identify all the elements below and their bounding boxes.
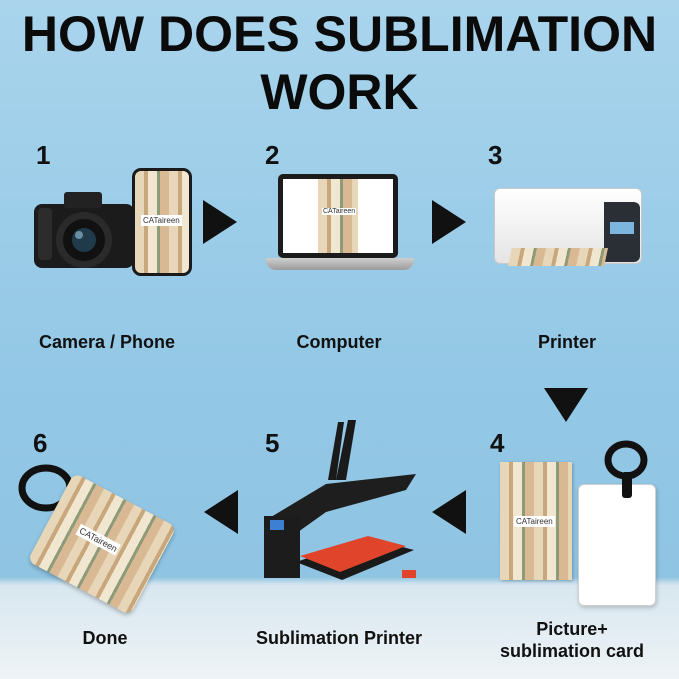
step-6-label: Done <box>82 628 128 648</box>
step-3-number: 3 <box>488 140 503 170</box>
arrow-left-icon <box>204 490 238 534</box>
picture-print: CATaireen <box>500 462 572 580</box>
arrow-right-icon <box>432 200 466 244</box>
step-3-label: Printer <box>537 332 597 352</box>
tag-brand-text: CATaireen <box>75 523 122 556</box>
step-1-number: 1 <box>36 140 51 170</box>
step-2-number: 2 <box>265 140 280 170</box>
step-4-label-line2: sublimation card <box>499 641 645 661</box>
camera-icon <box>30 186 138 272</box>
laptop-icon: CATaireen <box>266 174 414 278</box>
heat-press-icon <box>256 420 426 590</box>
step-5-label: Sublimation Printer <box>255 628 423 648</box>
step-5-number: 5 <box>265 428 280 458</box>
laptop-brand-text: CATaireen <box>322 208 357 215</box>
page-title-line1: HOW DOES SUBLIMATION <box>21 6 658 62</box>
sublimation-card <box>578 484 656 606</box>
printer-icon <box>494 188 642 276</box>
step-1-label: Camera / Phone <box>38 332 176 352</box>
step-4-label-line1: Picture+ <box>536 619 608 639</box>
arrow-down-icon <box>544 388 588 422</box>
arrow-right-icon <box>203 200 237 244</box>
step-4-number: 4 <box>490 428 505 458</box>
phone-icon: CATaireen <box>132 168 192 276</box>
step-2-label: Computer <box>296 332 382 352</box>
picture-brand-text: CATaireen <box>514 516 555 527</box>
step-6-number: 6 <box>33 428 48 458</box>
page-title-line2: WORK <box>260 64 419 120</box>
luggage-strap-icon <box>604 438 648 502</box>
step-4-label: Picture+ sublimation card <box>474 618 670 662</box>
phone-brand-text: CATaireen <box>141 215 182 226</box>
arrow-left-icon <box>432 490 466 534</box>
